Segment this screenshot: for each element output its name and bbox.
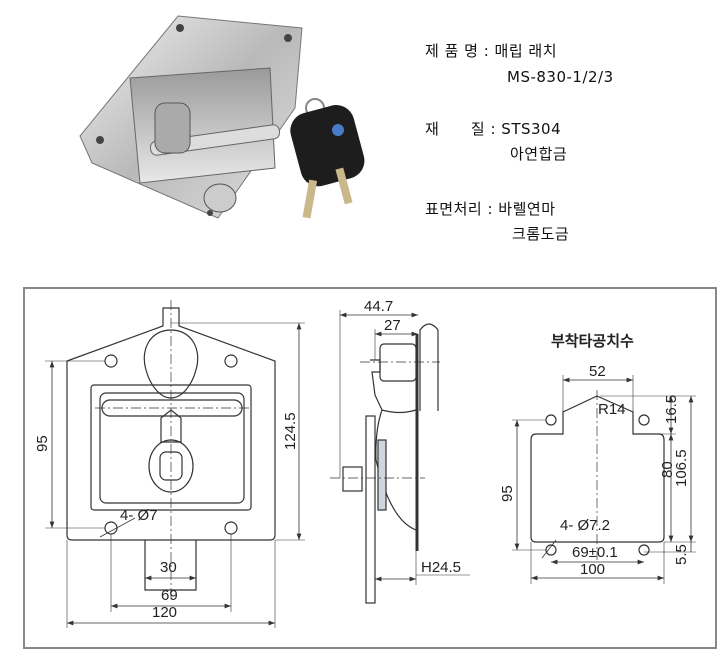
surface-finish-2: 크롬도금 (512, 225, 570, 243)
material-2: 아연합금 (510, 145, 568, 163)
product-photo (79, 15, 365, 219)
product-model: MS-830-1/2/3 (507, 68, 614, 86)
front-view (45, 300, 305, 628)
dim-front-124-5: 124.5 (282, 412, 299, 450)
dim-cutout-5-5: 5.5 (673, 544, 690, 565)
dim-cutout-95: 95 (499, 485, 516, 502)
dim-side-h24-5: H24.5 (421, 559, 461, 576)
dim-side-44-7: 44.7 (364, 298, 393, 315)
dim-cutout-106-5: 106.5 (673, 449, 690, 487)
cutout-view (512, 375, 696, 584)
dim-cutout-r14: R14 (598, 401, 626, 418)
dim-cutout-holes: 4- Ø7.2 (560, 517, 610, 534)
cutout-title: 부착타공치수 (551, 332, 634, 350)
dim-front-holes: 4- Ø7 (120, 507, 158, 524)
dim-front-120: 120 (152, 604, 177, 621)
product-name: 제 품 명 : 매립 래치 (425, 42, 557, 60)
dim-side-27: 27 (384, 317, 401, 334)
latch-body (79, 15, 303, 219)
dim-cutout-80: 80 (659, 461, 676, 478)
key-set (290, 98, 365, 219)
dim-front-95: 95 (34, 435, 51, 452)
dim-cutout-16-5: 16.5 (663, 395, 680, 424)
dim-front-69: 69 (161, 587, 178, 604)
side-view (330, 310, 470, 604)
dim-cutout-69: 69±0.1 (572, 544, 618, 561)
dim-front-30: 30 (160, 559, 177, 576)
dim-cutout-100: 100 (580, 561, 605, 578)
dim-cutout-52: 52 (589, 363, 606, 380)
drawing-frame (23, 287, 717, 649)
surface-finish: 표면처리 : 바렐연마 (425, 200, 556, 218)
material: 재 질 : STS304 (425, 120, 562, 138)
